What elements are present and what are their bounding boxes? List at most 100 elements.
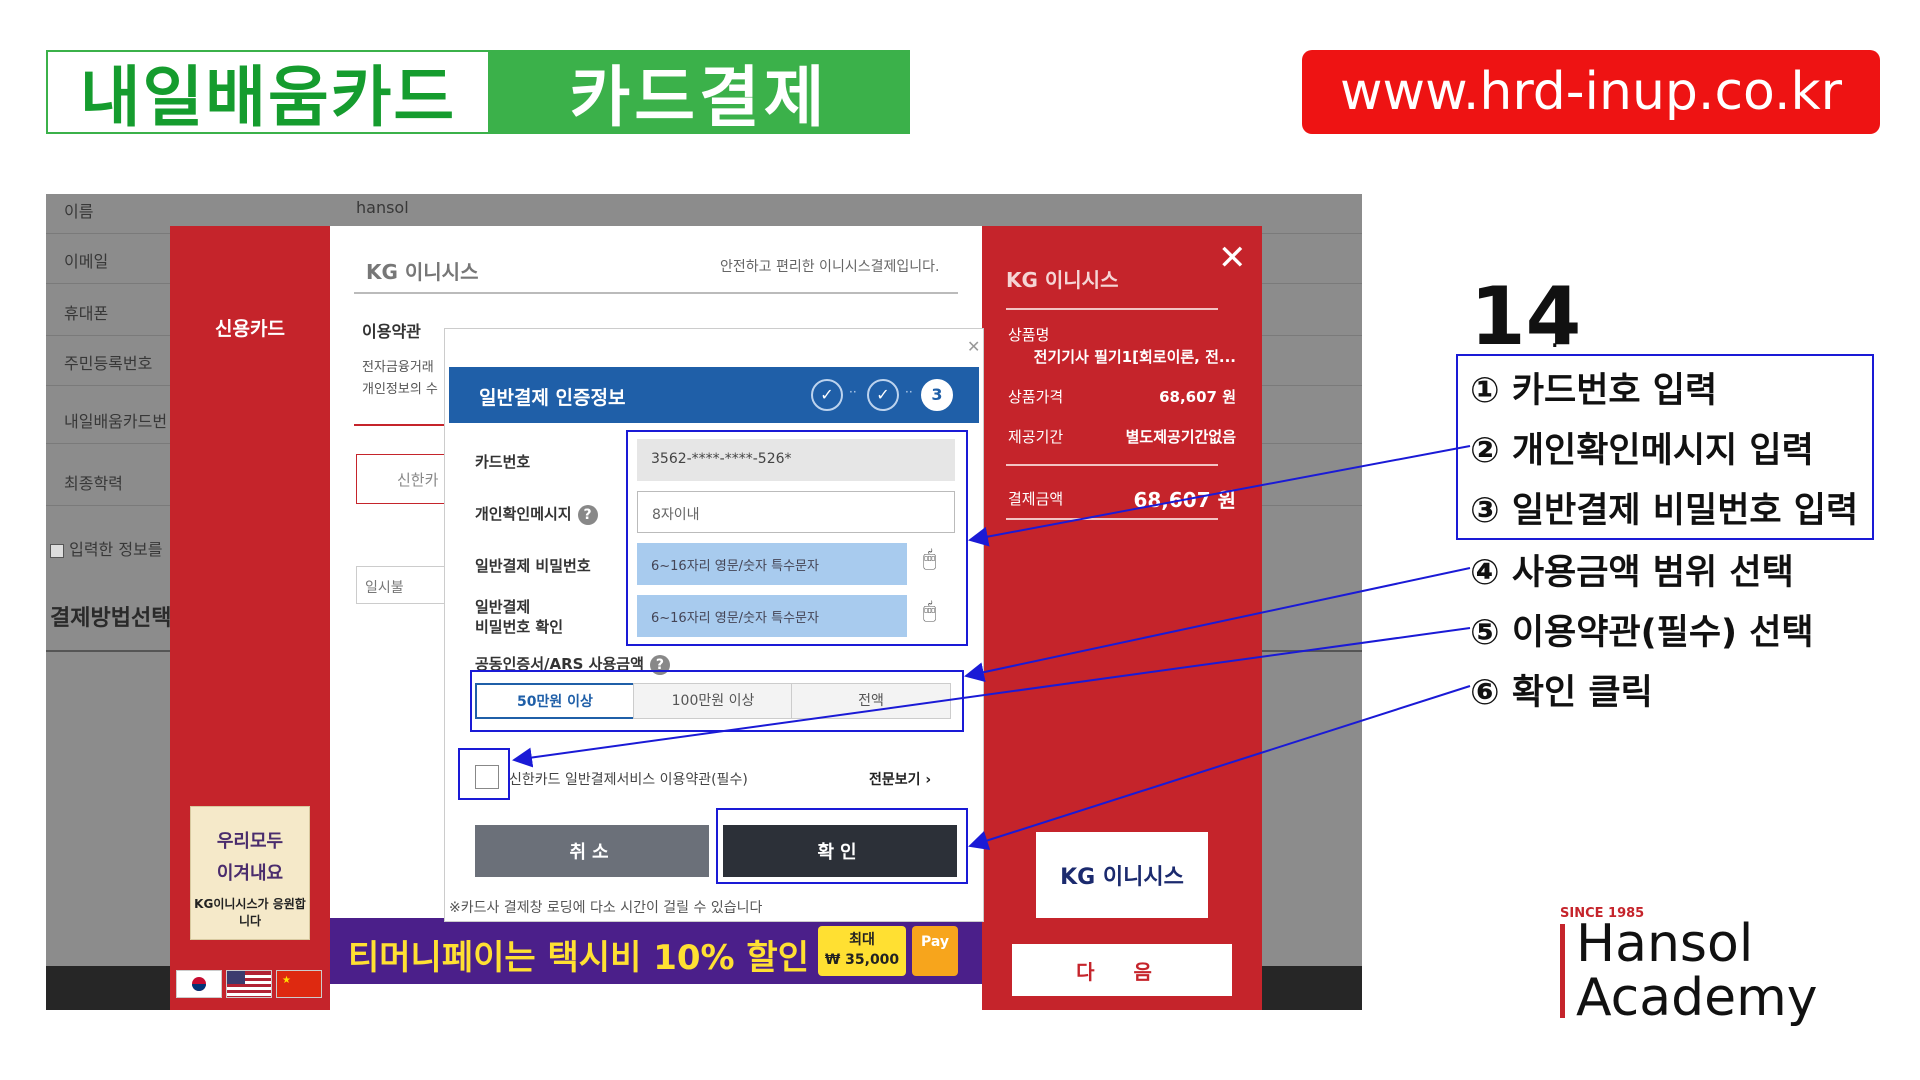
- next-button[interactable]: 다 음: [1012, 944, 1232, 996]
- close-icon[interactable]: ✕: [1218, 238, 1247, 278]
- promo-card: 우리모두 이겨내요 KG이니시스가 응원합니다: [190, 806, 310, 940]
- modal-close-icon[interactable]: ✕: [967, 337, 981, 356]
- bg-payment-method: 결제방법선택: [50, 606, 172, 631]
- modal-note: ※카드사 결제창 로딩에 다소 시간이 걸릴 수 있습니다: [449, 900, 763, 916]
- terms-text: 신한카드 일반결제서비스 이용약관(필수): [509, 772, 748, 788]
- ad-text: 티머니페이는 택시비 10% 할인: [348, 938, 809, 978]
- bg-label: 내일배움카드번: [64, 412, 168, 431]
- step-dots: ··: [905, 385, 913, 399]
- modal-title: 일반결제 인증정보: [479, 387, 626, 409]
- kg-inicis-logo: KG 이니시스: [1036, 832, 1208, 918]
- instruction-item: ⑥ 확인 클릭: [1470, 673, 1653, 713]
- amount-option-all[interactable]: 전액: [791, 683, 951, 719]
- terms-view-link[interactable]: 전문보기 ›: [869, 772, 932, 788]
- brand-since: SINCE 1985: [1560, 906, 1645, 921]
- tmoney-pay-icon: Pay: [912, 926, 958, 976]
- instruction-item: ③ 일반결제 비밀번호 입력: [1470, 491, 1859, 531]
- mouse-keypad-icon[interactable]: 🖱: [923, 599, 937, 624]
- bg-value: hansol: [356, 198, 409, 217]
- url-badge: www.hrd-inup.co.kr: [1302, 50, 1880, 134]
- brand-line1: Hansol: [1576, 914, 1754, 974]
- amount-option-100[interactable]: 100만원 이상: [633, 683, 793, 719]
- usa-flag-icon[interactable]: [226, 970, 272, 998]
- step-dots: ··: [849, 385, 857, 399]
- highlight-terms: [458, 748, 510, 800]
- instruction-item: ① 카드번호 입력: [1470, 371, 1718, 411]
- step-1-check-icon: ✓: [811, 379, 843, 411]
- highlight-inputs: [626, 430, 968, 646]
- card-number-field[interactable]: 3562-****-****-526*: [637, 439, 955, 481]
- brand-bar: [1560, 924, 1565, 1018]
- kg-divider: [354, 292, 958, 294]
- amount-range-label: 공동인증서/ARS 사용금액?: [475, 653, 670, 675]
- kg-terms-body1: 전자금융거래: [362, 360, 434, 375]
- highlight-confirm: [716, 808, 968, 884]
- rp-divider: [1006, 518, 1218, 520]
- promo-line3: KG이니시스가 응원합니다: [194, 897, 306, 928]
- title-right: 카드결제: [488, 50, 910, 136]
- password-confirm-label: 일반결제 비밀번호 확인: [475, 598, 564, 636]
- confirm-button[interactable]: 확인: [723, 825, 957, 877]
- terms-checkbox[interactable]: [475, 765, 499, 789]
- step-2-check-icon: ✓: [867, 379, 899, 411]
- instruction-item: ⑤ 이용약관(필수) 선택: [1470, 613, 1814, 653]
- rp-kg-logo: KG 이니시스: [1006, 268, 1119, 292]
- ad-tag: 최대 ₩ 35,000: [818, 926, 906, 976]
- instruction-highlight-box: [1456, 354, 1874, 540]
- kg-terms-body2: 개인정보의 수: [362, 382, 438, 397]
- kg-slogan: 안전하고 편리한 이니시스결제입니다.: [720, 259, 940, 275]
- brand-line2: Academy: [1576, 968, 1818, 1028]
- period-value: 별도제공기간없음: [1125, 428, 1236, 446]
- help-icon[interactable]: ?: [577, 504, 598, 525]
- mouse-keypad-icon[interactable]: 🖱: [923, 547, 937, 572]
- price-label: 상품가격: [1008, 388, 1064, 406]
- kg-terms-title: 이용약관: [362, 322, 421, 341]
- kg-red-divider: [354, 424, 474, 426]
- promo-line1: 우리모두: [216, 831, 284, 852]
- bg-label: 이름: [64, 202, 94, 221]
- instruction-item: ② 개인확인메시지 입력: [1470, 431, 1814, 471]
- arrow-2: [968, 445, 1471, 547]
- product-value: 전기기사 필기1[회로이론, 전...: [1033, 348, 1236, 366]
- kg-logo: KG 이니시스: [366, 260, 479, 284]
- personal-msg-input[interactable]: 8자이내: [637, 491, 955, 533]
- rp-divider: [1006, 464, 1218, 466]
- title-left: 내일배움카드: [46, 50, 490, 136]
- password-input[interactable]: 6~16자리 영문/숫자 특수문자: [637, 543, 907, 585]
- help-icon[interactable]: ?: [649, 654, 670, 675]
- arrow-6: [968, 685, 1471, 851]
- step-number-dot: .: [1550, 320, 1560, 355]
- svg-text:★: ★: [282, 975, 291, 986]
- cancel-button[interactable]: 취소: [475, 825, 709, 877]
- card-number-label: 카드번호: [475, 453, 531, 471]
- arrow-5: [512, 627, 1471, 768]
- modal-header: 일반결제 인증정보 ✓ ·· ✓ ·· 3: [449, 367, 979, 423]
- instruction-item: ④ 사용금액 범위 선택: [1470, 553, 1794, 593]
- bg-save-checkbox: [50, 543, 64, 558]
- password-label: 일반결제 비밀번호: [475, 557, 591, 575]
- bg-label: 주민등록번호: [64, 354, 153, 373]
- order-summary-panel: KG 이니시스 ✕ 상품명 전기기사 필기1[회로이론, 전... 상품가격 6…: [982, 226, 1262, 1010]
- step-number: 14: [1470, 270, 1582, 363]
- rp-divider: [1006, 308, 1218, 310]
- personal-msg-label: 개인확인메시지?: [475, 503, 598, 525]
- product-label: 상품명: [1008, 326, 1050, 344]
- promo-line2: 이겨내요: [216, 863, 284, 884]
- step-3-indicator: 3: [921, 379, 953, 411]
- bg-label: 최종학력: [64, 474, 123, 493]
- china-flag-icon[interactable]: ★: [276, 970, 322, 998]
- arrow-4: [964, 567, 1471, 683]
- ad-banner[interactable]: 티머니페이는 택시비 10% 할인 최대 ₩ 35,000 Pay: [330, 918, 982, 984]
- auth-modal: ✕ 일반결제 인증정보 ✓ ·· ✓ ·· 3 카드번호 3562-****-*…: [444, 328, 984, 922]
- korea-flag-icon[interactable]: [176, 970, 222, 998]
- password-confirm-input[interactable]: 6~16자리 영문/숫자 특수문자: [637, 595, 907, 637]
- bg-label: 휴대폰: [64, 304, 109, 323]
- bg-label: 이메일: [64, 252, 109, 271]
- bg-save-info: 입력한 정보를: [50, 536, 163, 560]
- amount-label: 결제금액: [1008, 490, 1064, 508]
- amount-option-50[interactable]: 50만원 이상: [475, 683, 635, 719]
- period-label: 제공기간: [1008, 428, 1064, 446]
- credit-card-tab[interactable]: 신용카드: [215, 318, 285, 340]
- left-strip: 신용카드 우리모두 이겨내요 KG이니시스가 응원합니다 ★: [170, 226, 330, 1010]
